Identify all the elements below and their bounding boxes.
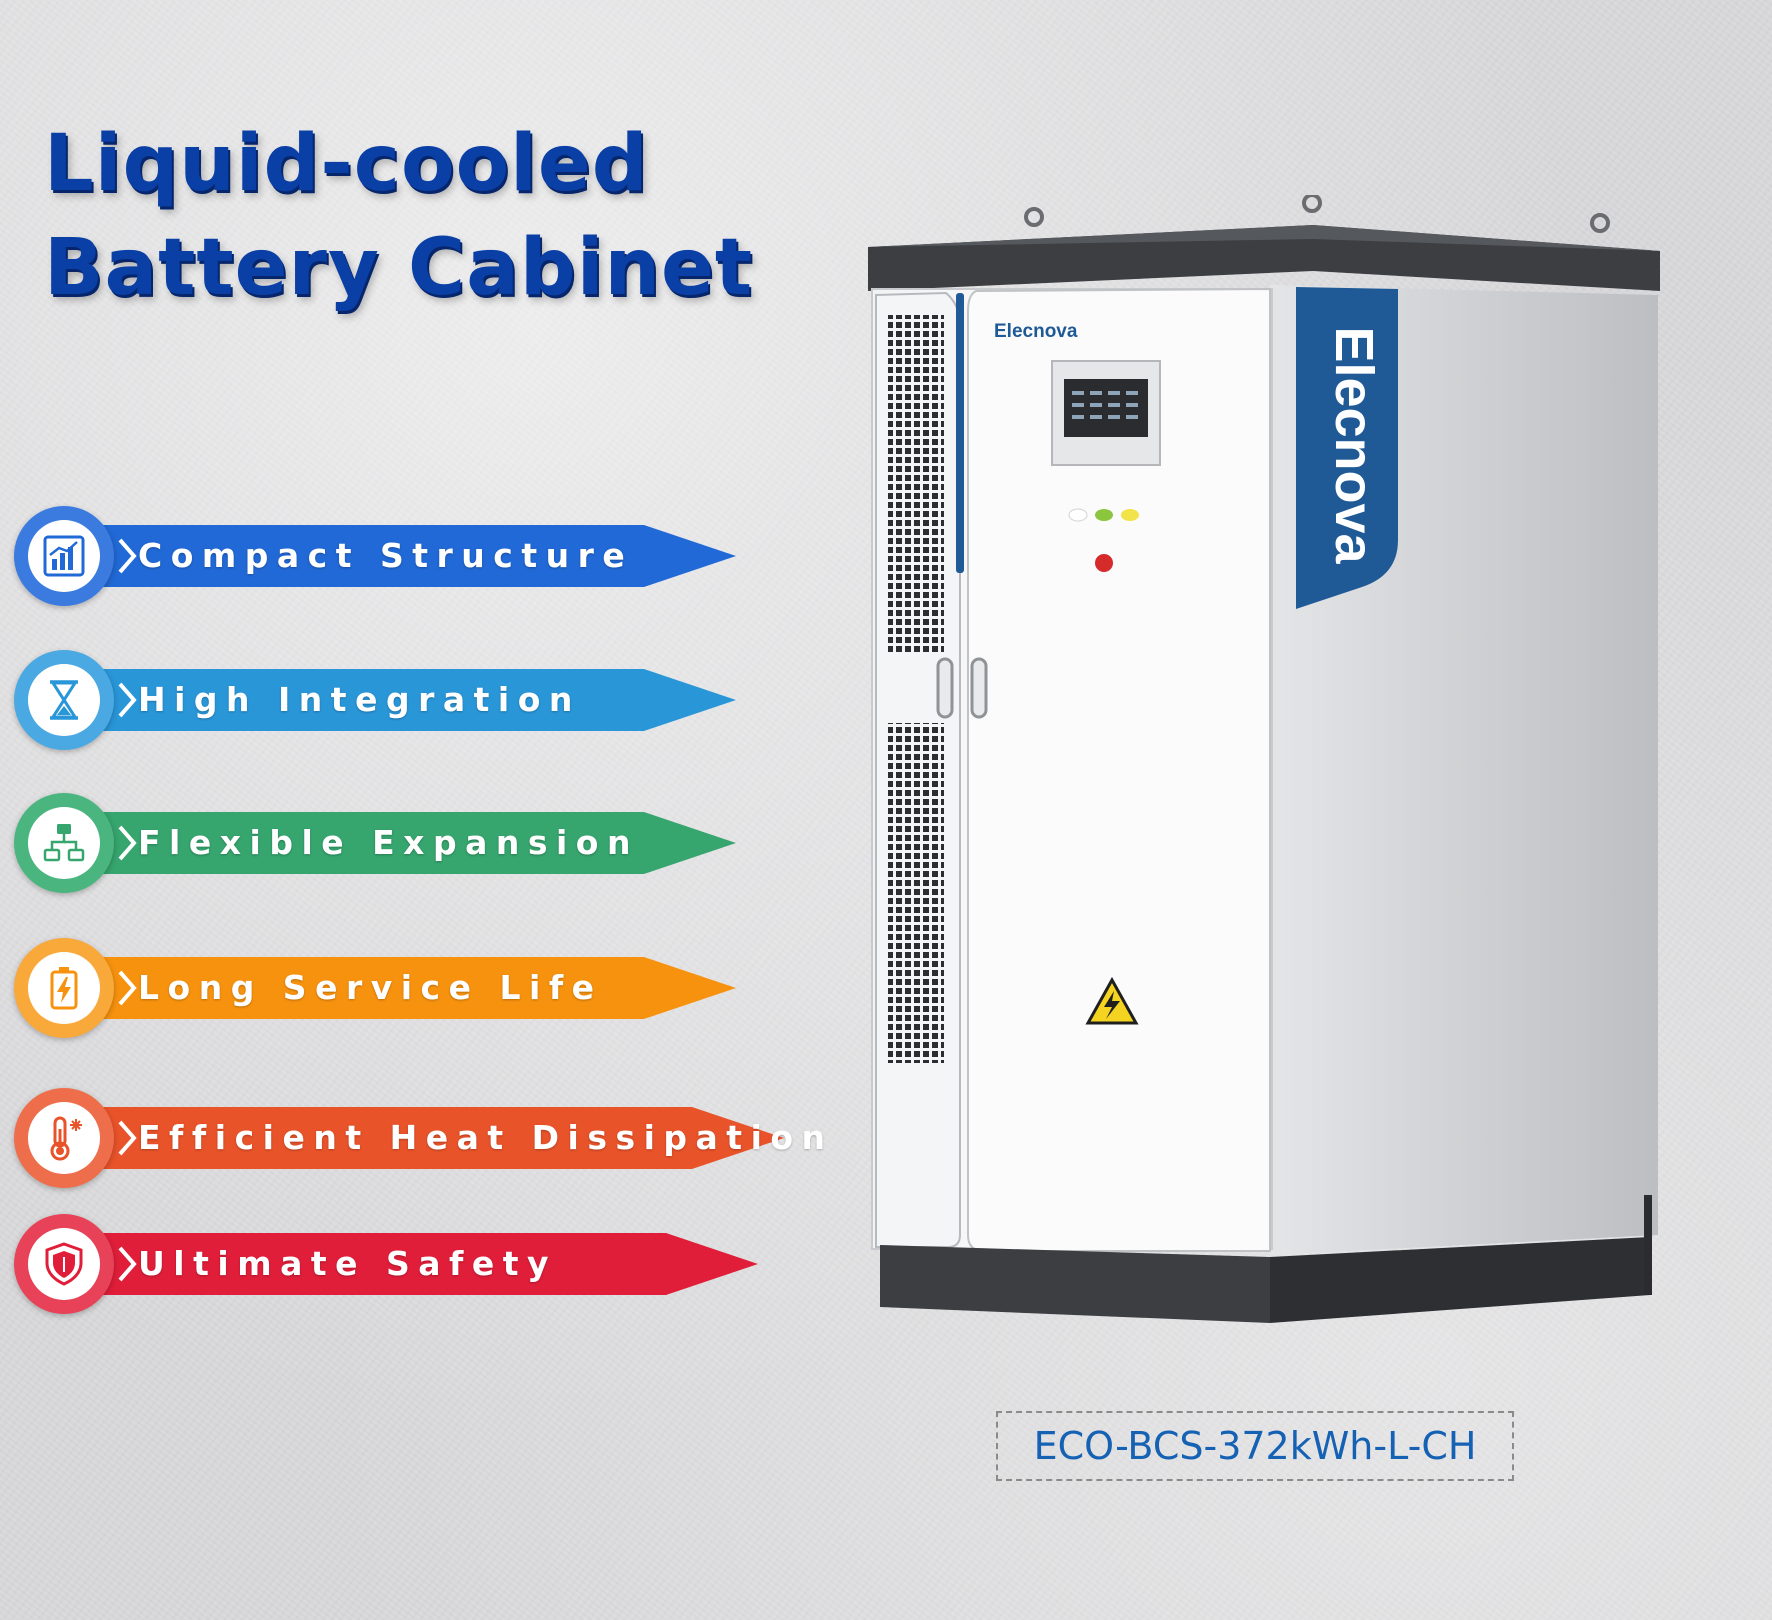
cabinet-base <box>880 1245 1270 1323</box>
front-brand-text: Elecnova <box>994 321 1078 342</box>
chevron-right-icon <box>118 1120 137 1156</box>
side-brand-stripe <box>1296 287 1398 609</box>
network-diagram-icon <box>43 824 85 862</box>
chevron-right-icon <box>118 970 137 1006</box>
feature-label: Compact Structure <box>138 536 634 575</box>
indicator-light-yellow <box>1121 509 1139 521</box>
chevron-right-icon <box>118 682 137 718</box>
feature-ribbon <box>88 525 736 587</box>
feature-efficient-heat-dissipation: Efficient Heat Dissipation <box>14 1088 825 1188</box>
model-number: ECO-BCS-372kWh-L-CH <box>996 1411 1514 1481</box>
feature-ribbon <box>88 812 736 874</box>
feature-icon-badge <box>14 1214 114 1314</box>
chevron-right-icon <box>118 538 137 574</box>
feature-icon-badge <box>14 938 114 1038</box>
feature-label: High Integration <box>138 680 581 719</box>
thermometer-snowflake-icon <box>50 1116 82 1161</box>
chevron-right-icon <box>118 825 137 861</box>
bar-chart-icon <box>43 535 85 577</box>
lifting-eye <box>1024 195 1610 233</box>
emergency-stop-button <box>1095 554 1113 572</box>
vent-grille-upper <box>888 315 944 655</box>
feature-high-integration: High Integration <box>14 650 736 750</box>
feature-label: Long Service Life <box>138 968 603 1007</box>
feature-label: Efficient Heat Dissipation <box>138 1118 834 1157</box>
feature-icon-badge <box>14 1088 114 1188</box>
hourglass-icon <box>50 680 78 720</box>
feature-ultimate-safety: Ultimate Safety <box>14 1214 758 1314</box>
feature-icon-badge <box>14 793 114 893</box>
feature-ribbon <box>88 669 736 731</box>
side-brand-text: Elecnova <box>1324 326 1384 564</box>
page-title: Liquid-cooled Battery Cabinet <box>44 112 753 320</box>
feature-label: Ultimate Safety <box>138 1244 558 1283</box>
feature-ribbon <box>88 957 736 1019</box>
feature-icon-badge <box>14 506 114 606</box>
door-handle-left <box>936 657 954 719</box>
title-line-2: Battery Cabinet <box>44 223 754 313</box>
feature-compact-structure: Compact Structure <box>14 506 736 606</box>
high-voltage-warning-icon <box>1085 976 1139 1025</box>
feature-ribbon <box>88 1233 758 1295</box>
indicator-light-white <box>1068 508 1088 522</box>
battery-cabinet-illustration: Elecnova Elecnova <box>868 195 1660 1323</box>
feature-long-service-life: Long Service Life <box>14 938 736 1038</box>
door-handle-right <box>970 657 988 719</box>
indicator-light-green <box>1095 509 1113 521</box>
feature-icon-badge <box>14 650 114 750</box>
vent-grille-lower <box>888 723 944 1063</box>
blue-trim <box>956 293 964 573</box>
feature-flexible-expansion: Flexible Expansion <box>14 793 736 893</box>
feature-label: Flexible Expansion <box>138 823 639 862</box>
shield-icon <box>45 1242 83 1286</box>
title-line-1: Liquid-cooled <box>44 119 649 209</box>
battery-icon <box>50 967 78 1010</box>
feature-ribbon <box>88 1107 784 1169</box>
chevron-right-icon <box>118 1246 137 1282</box>
